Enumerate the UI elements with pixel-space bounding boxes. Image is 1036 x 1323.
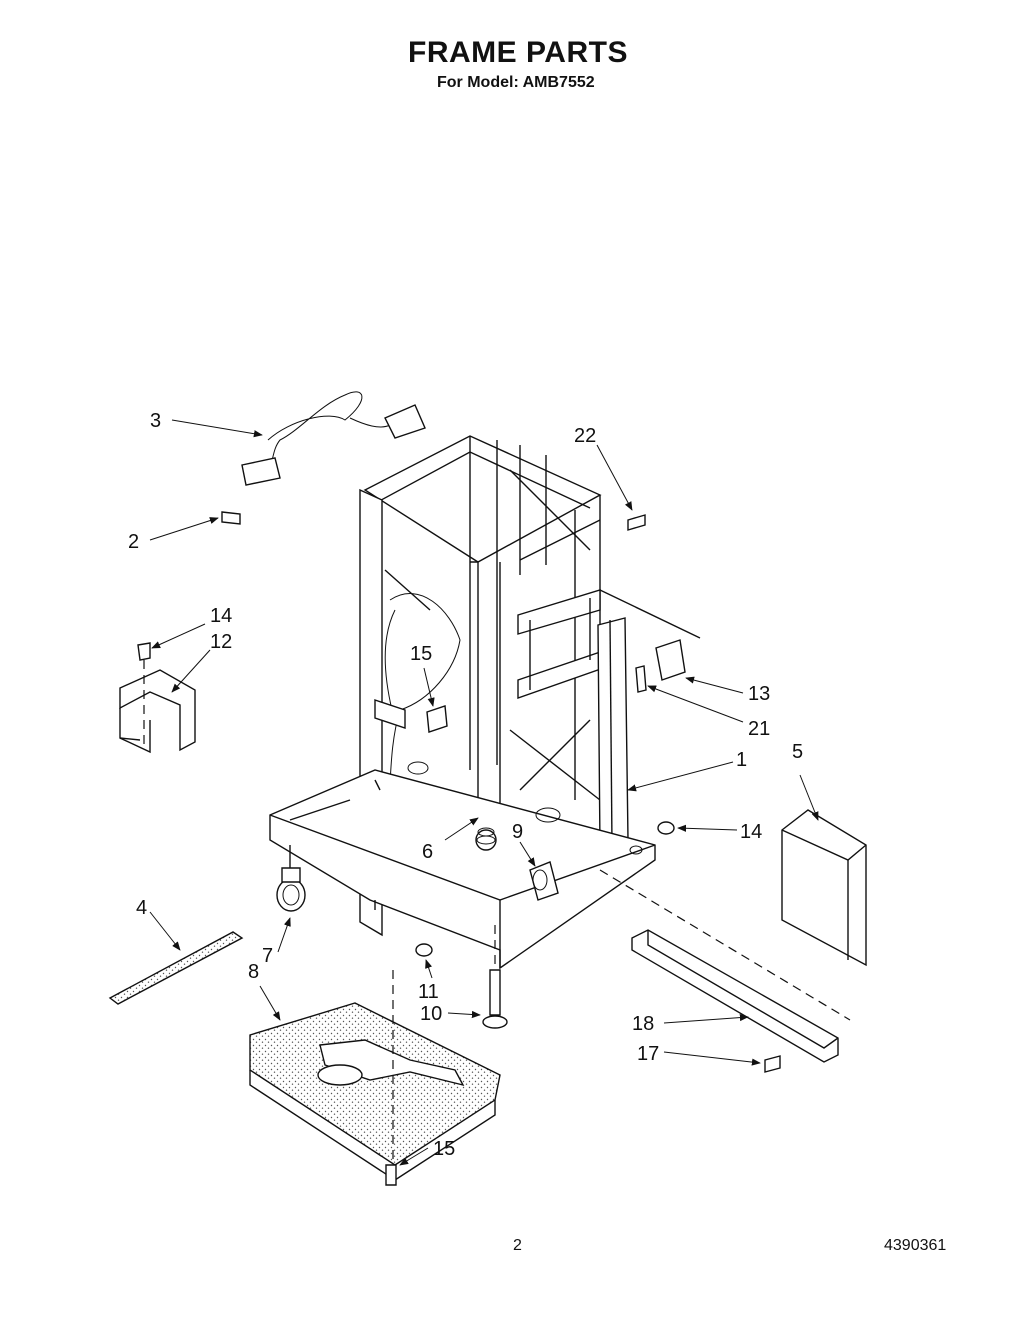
screw-2 — [221, 511, 241, 525]
callout-8: 8 — [248, 961, 259, 983]
clamp-7 — [276, 867, 306, 912]
panel-5 — [781, 809, 867, 967]
screw-22 — [627, 514, 646, 531]
frame-tower — [269, 435, 656, 970]
callout-10: 10 — [420, 1003, 442, 1025]
nut-11 — [415, 943, 433, 957]
callout-14: 14 — [740, 821, 762, 843]
switch-13 — [599, 589, 701, 693]
callout-18: 18 — [632, 1013, 654, 1035]
callout-6: 6 — [422, 841, 433, 863]
power-cord — [241, 391, 426, 486]
callout-4: 4 — [136, 897, 147, 919]
callout-15-bottom: 15 — [433, 1138, 455, 1160]
motor-9 — [529, 861, 559, 901]
rail-18 — [599, 869, 851, 1063]
callout-21: 21 — [748, 718, 770, 740]
callout-16: 15 — [410, 643, 432, 665]
model-subtitle: For Model: AMB7552 — [437, 74, 595, 91]
callout-labels: 3 2 22 14 12 15 13 21 1 5 14 6 9 4 7 8 1… — [128, 410, 803, 1160]
strip-4 — [108, 931, 244, 1005]
base-pan-8 — [249, 970, 501, 1182]
callout-15-top: 14 — [210, 605, 232, 627]
screw-17 — [764, 1055, 781, 1073]
callout-22: 22 — [574, 425, 596, 447]
connector-16 — [426, 705, 448, 733]
callout-2: 2 — [128, 531, 139, 553]
nut-14 — [657, 821, 675, 835]
cover-12 — [119, 642, 196, 754]
page-number: 2 — [513, 1237, 522, 1254]
callout-1: 1 — [736, 749, 747, 771]
page-title: FRAME PARTS — [408, 36, 628, 69]
leveling-leg-10 — [482, 925, 508, 1029]
spring-6 — [475, 827, 497, 851]
callout-5: 5 — [792, 741, 803, 763]
callout-3: 3 — [150, 410, 161, 432]
callout-13: 13 — [748, 683, 770, 705]
document-number: 4390361 — [884, 1237, 947, 1254]
leader-lines — [149, 419, 819, 1166]
screw-15-bottom — [385, 1164, 397, 1186]
callout-7: 7 — [262, 945, 273, 967]
callout-17: 17 — [637, 1043, 659, 1065]
callout-11: 11 — [418, 981, 439, 1003]
callout-12: 12 — [210, 631, 232, 653]
callout-9: 9 — [512, 821, 523, 843]
